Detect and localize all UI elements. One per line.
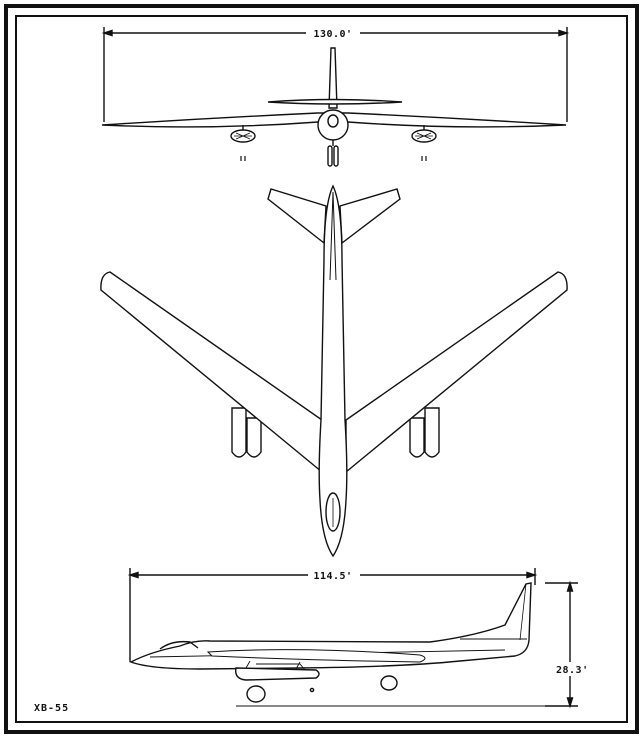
designation-label: XB-55 — [34, 703, 69, 714]
left-engine-pods — [231, 407, 262, 458]
height-dimension — [545, 580, 578, 709]
frame-inner — [15, 15, 628, 723]
length-label: 114.5' — [313, 571, 352, 582]
front-view: 130.0' — [101, 26, 570, 167]
height-label: 28.3' — [556, 665, 589, 676]
plan-view — [100, 184, 568, 558]
wingspan-label: 130.0' — [313, 29, 352, 40]
right-engine-pods — [409, 407, 440, 458]
side-view: 114.5' 28.3' — [127, 568, 592, 709]
